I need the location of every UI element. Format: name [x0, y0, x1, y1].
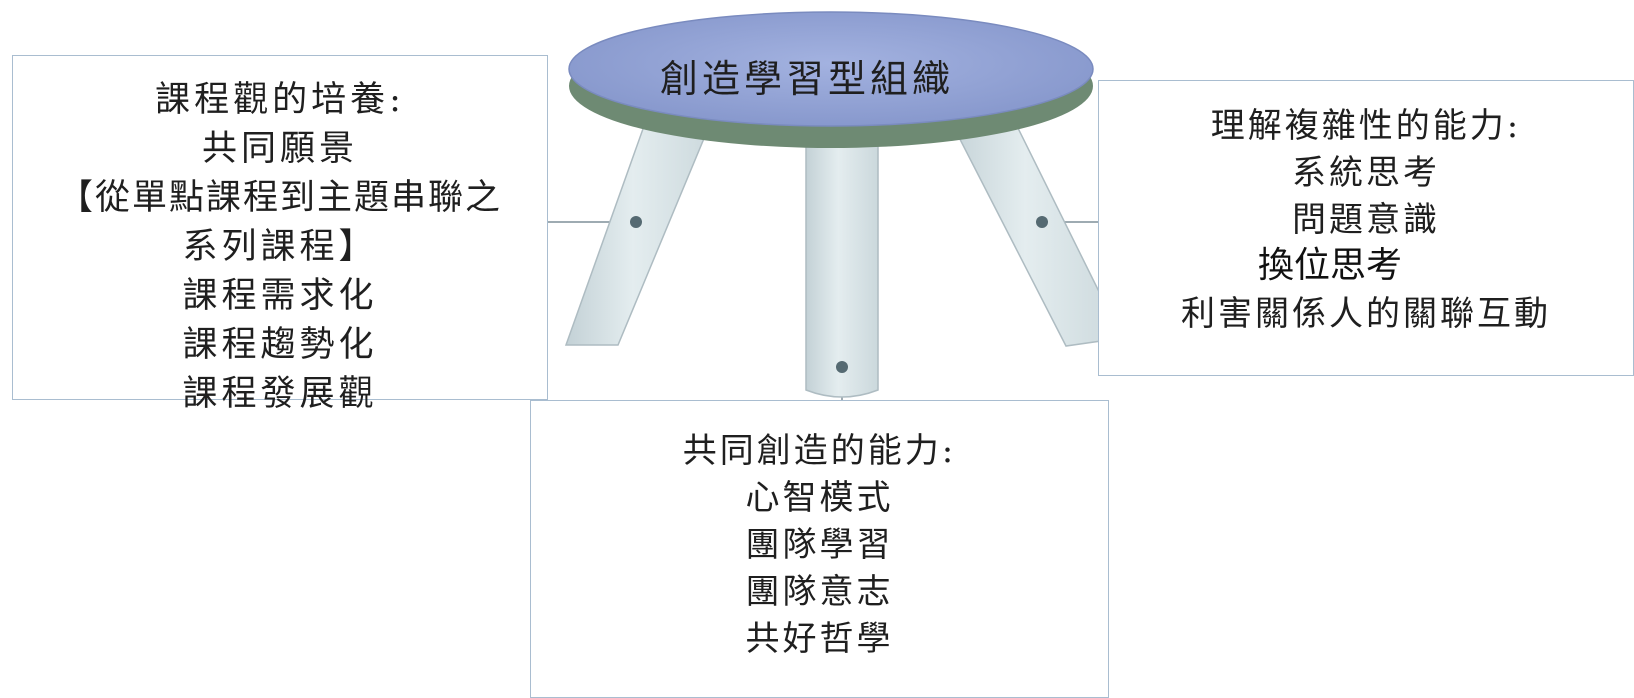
right-leg — [944, 111, 1124, 347]
left-box-line: 課程發展觀 — [182, 374, 378, 414]
right-box-line: 利害關係人的關聯互動 — [1181, 294, 1551, 334]
left-leg-dot — [630, 216, 642, 228]
bottom-box-line: 心智模式 — [745, 478, 894, 518]
right-text-box: 理解複雜性的能力: 系統思考 問題意識 利害關係人的關聯互動 — [1098, 80, 1634, 376]
seat-top — [568, 11, 1094, 127]
middle-leg-dot — [836, 361, 848, 373]
right-box-line: 理解複雜性的能力: — [1210, 106, 1522, 146]
left-box-line: 課程需求化 — [182, 276, 378, 316]
left-box-line: 系列課程】 — [182, 227, 378, 267]
right-box-line: 問題意識 — [1292, 200, 1440, 240]
left-box-line: 課程觀的培養: — [155, 80, 405, 120]
overlay-annotation-text: 換位思考 — [1258, 245, 1403, 286]
left-box-line: 共同願景 — [201, 129, 358, 169]
right-box-line: 系統思考 — [1292, 153, 1440, 193]
bottom-text-box: 共同創造的能力: 心智模式 團隊學習 團隊意志 共好哲學 — [530, 400, 1109, 698]
left-text-box: 課程觀的培養: 共同願景 【從單點課程到主題串聯之 系列課程】 課程需求化 課程… — [12, 55, 548, 414]
left-box-line: 【從單點課程到主題串聯之 — [57, 178, 502, 218]
bottom-box-line: 共好哲學 — [745, 619, 894, 659]
left-leg — [564, 111, 717, 346]
right-leg-dot — [1036, 216, 1048, 228]
bottom-box-line: 團隊意志 — [745, 572, 894, 612]
bottom-box-line: 共同創造的能力: — [682, 431, 957, 471]
bottom-box-line: 團隊學習 — [745, 525, 894, 565]
left-box-line: 課程趨勢化 — [182, 325, 378, 365]
middle-leg — [805, 111, 879, 398]
seat-label: 創造學習型組織 — [659, 57, 954, 101]
